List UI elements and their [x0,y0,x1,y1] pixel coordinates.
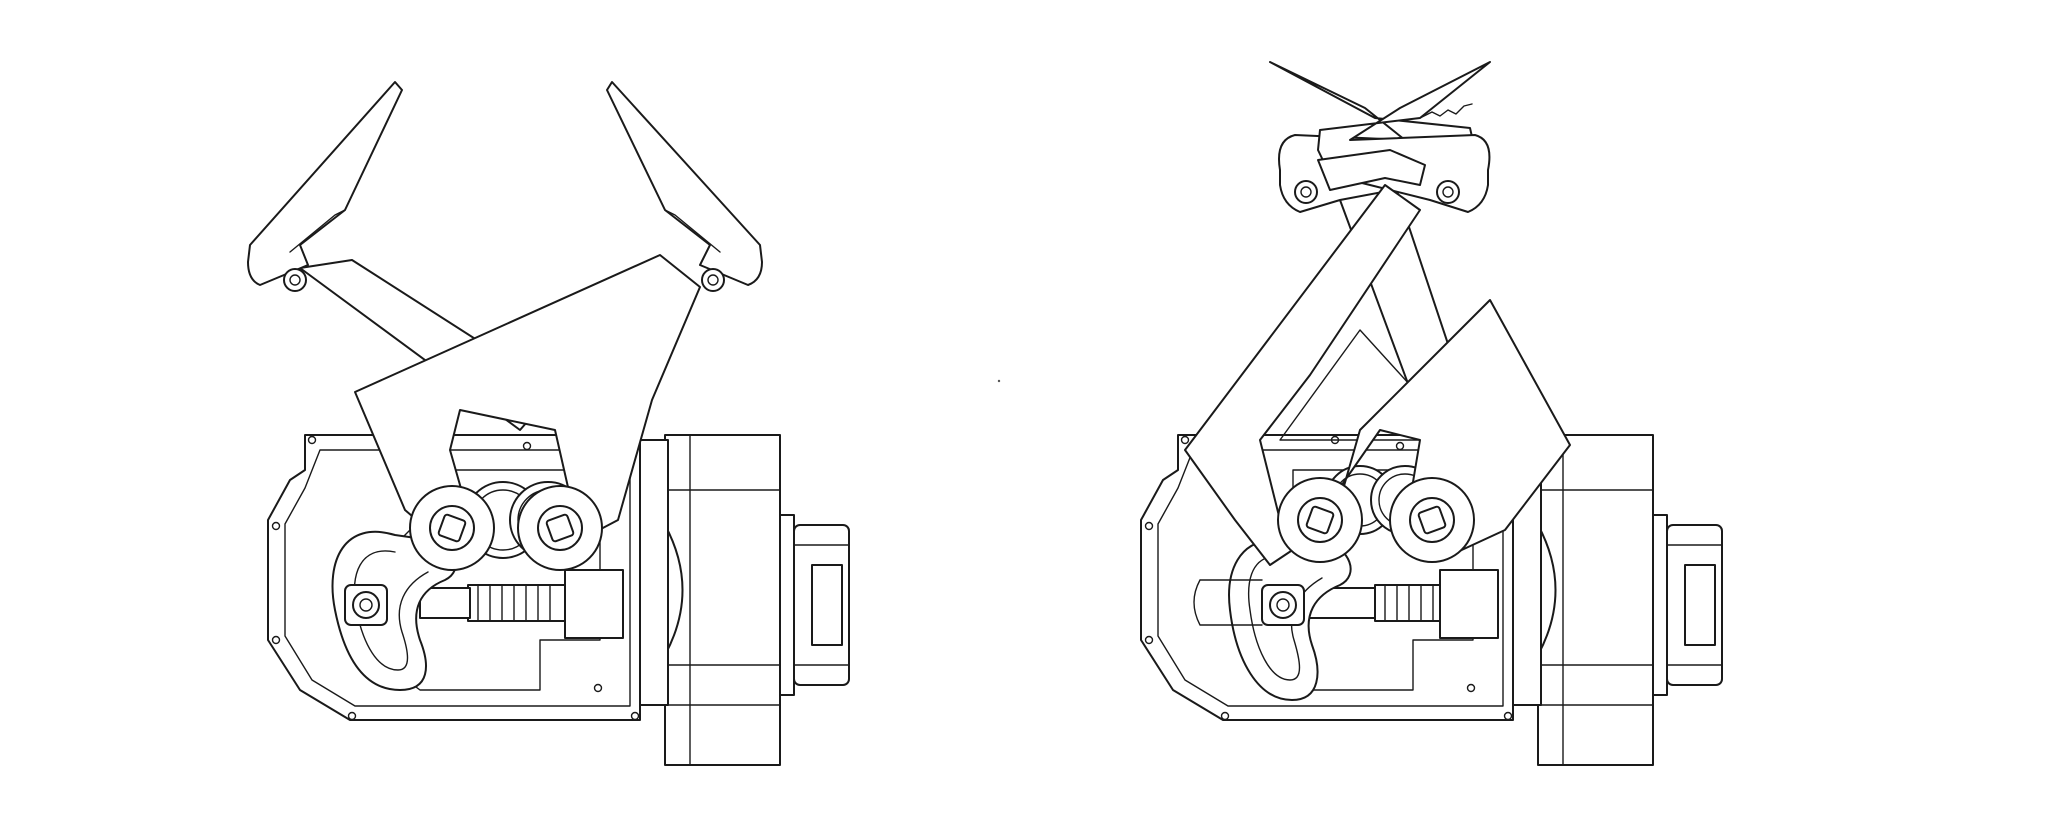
actuator-motor [639,434,781,766]
jaw-finger-left [247,81,403,292]
cam-slot-lever [331,530,457,691]
gripper-open-view [247,81,850,766]
cable-connector [779,514,850,696]
gripper-closed-view [1140,61,1723,766]
jaw-finger-right [1317,61,1491,213]
lead-screw [1299,569,1499,639]
stray-dot [997,379,1001,383]
cable-connector [1652,514,1723,696]
cam-slot-lever [1193,539,1352,701]
lead-screw [419,569,624,639]
pivot-bolts [1277,477,1475,563]
pivot-bolts [409,485,603,571]
jaw-finger-right [606,81,763,292]
